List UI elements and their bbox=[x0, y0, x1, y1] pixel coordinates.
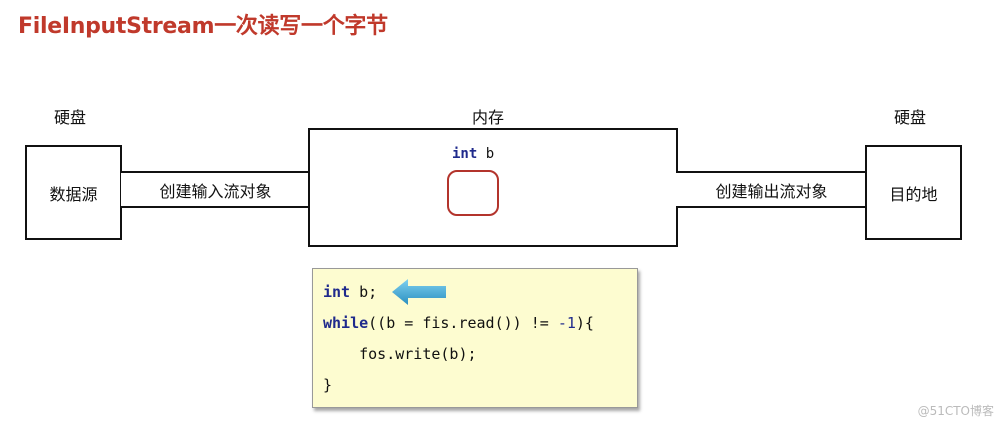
variable-cell bbox=[447, 170, 499, 216]
input-stream-label: 创建输入流对象 bbox=[159, 181, 272, 201]
code-text: b; bbox=[350, 283, 378, 301]
code-keyword-int: int bbox=[323, 283, 351, 301]
destination-label: 目的地 bbox=[889, 184, 938, 204]
code-text: ((b = fis.read()) != bbox=[368, 314, 558, 332]
code-keyword-while: while bbox=[323, 314, 369, 332]
source-label: 数据源 bbox=[49, 184, 98, 204]
code-number: -1 bbox=[557, 314, 576, 332]
variable-declaration: int b bbox=[452, 146, 494, 162]
code-line-2: while((b = fis.read()) != -1){ bbox=[323, 312, 637, 343]
code-line-1: int b; bbox=[323, 281, 637, 312]
watermark: @51CTO博客 bbox=[917, 404, 994, 418]
destination-box: 目的地 bbox=[865, 145, 962, 240]
page-title: FileInputStream一次读写一个字节 bbox=[18, 14, 388, 39]
code-line-4: } bbox=[323, 376, 333, 394]
variable-type: int bbox=[452, 146, 478, 162]
code-text: ){ bbox=[575, 314, 594, 332]
right-disk-label: 硬盘 bbox=[894, 108, 927, 127]
code-line-3: fos.write(b); bbox=[323, 345, 477, 363]
source-box: 数据源 bbox=[25, 145, 122, 240]
code-block: int b; while((b = fis.read()) != -1){ fo… bbox=[312, 268, 638, 408]
memory-box bbox=[308, 128, 678, 247]
left-disk-label: 硬盘 bbox=[54, 108, 87, 127]
variable-name: b bbox=[485, 146, 495, 162]
output-stream-pipe: 创建输出流对象 bbox=[676, 171, 867, 208]
left-arrow-icon bbox=[392, 279, 446, 305]
input-stream-pipe: 创建输入流对象 bbox=[121, 171, 310, 208]
memory-label: 内存 bbox=[472, 108, 505, 127]
output-stream-label: 创建输出流对象 bbox=[715, 181, 828, 201]
